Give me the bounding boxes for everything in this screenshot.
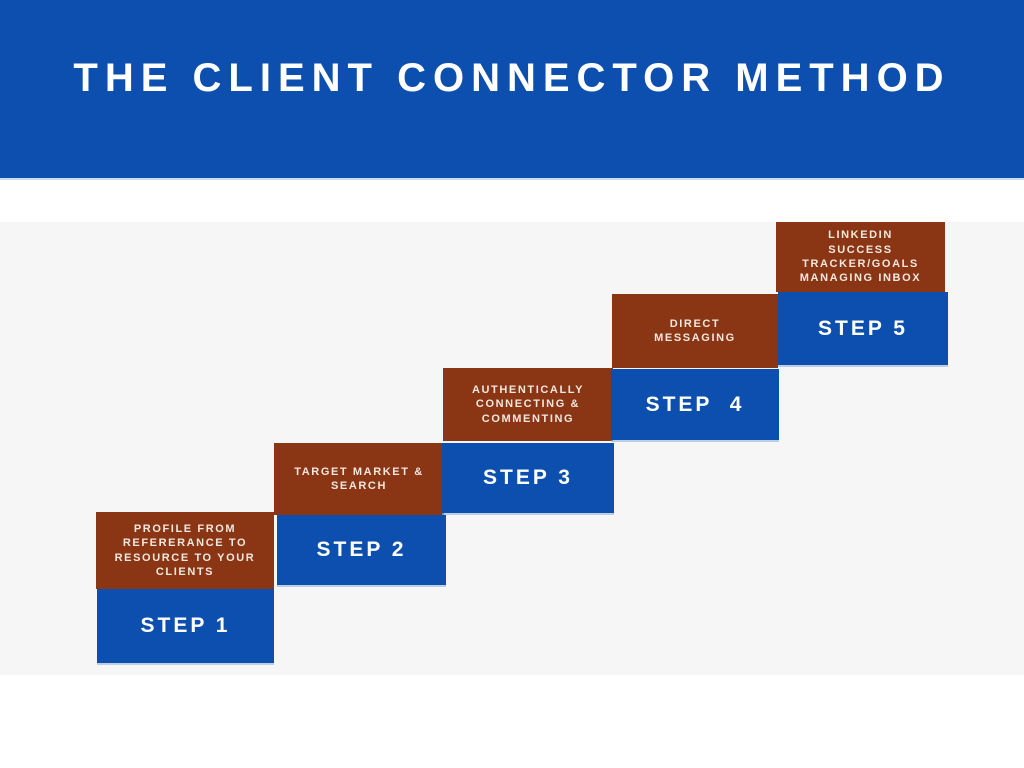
- header-banner: THE CLIENT CONNECTOR METHOD: [0, 0, 1024, 178]
- page-title: THE CLIENT CONNECTOR METHOD: [73, 56, 951, 100]
- step-2-description-box: TARGET MARKET & SEARCH: [274, 443, 444, 515]
- step-4-box: STEP 4: [611, 369, 779, 440]
- step-5-description-box: LINKEDIN SUCCESS TRACKER/GOALS MANAGING …: [776, 222, 945, 292]
- step-4-description-box: DIRECT MESSAGING: [612, 294, 778, 368]
- step-1-description-box: PROFILE FROM REFERERANCE TO RESOURCE TO …: [96, 512, 274, 589]
- step-1-box: STEP 1: [97, 589, 274, 663]
- step-5-box: STEP 5: [778, 292, 948, 365]
- step-2-box: STEP 2: [277, 515, 446, 585]
- step-3-description-box: AUTHENTICALLY CONNECTING & COMMENTING: [443, 368, 613, 441]
- step-3-box: STEP 3: [442, 443, 614, 513]
